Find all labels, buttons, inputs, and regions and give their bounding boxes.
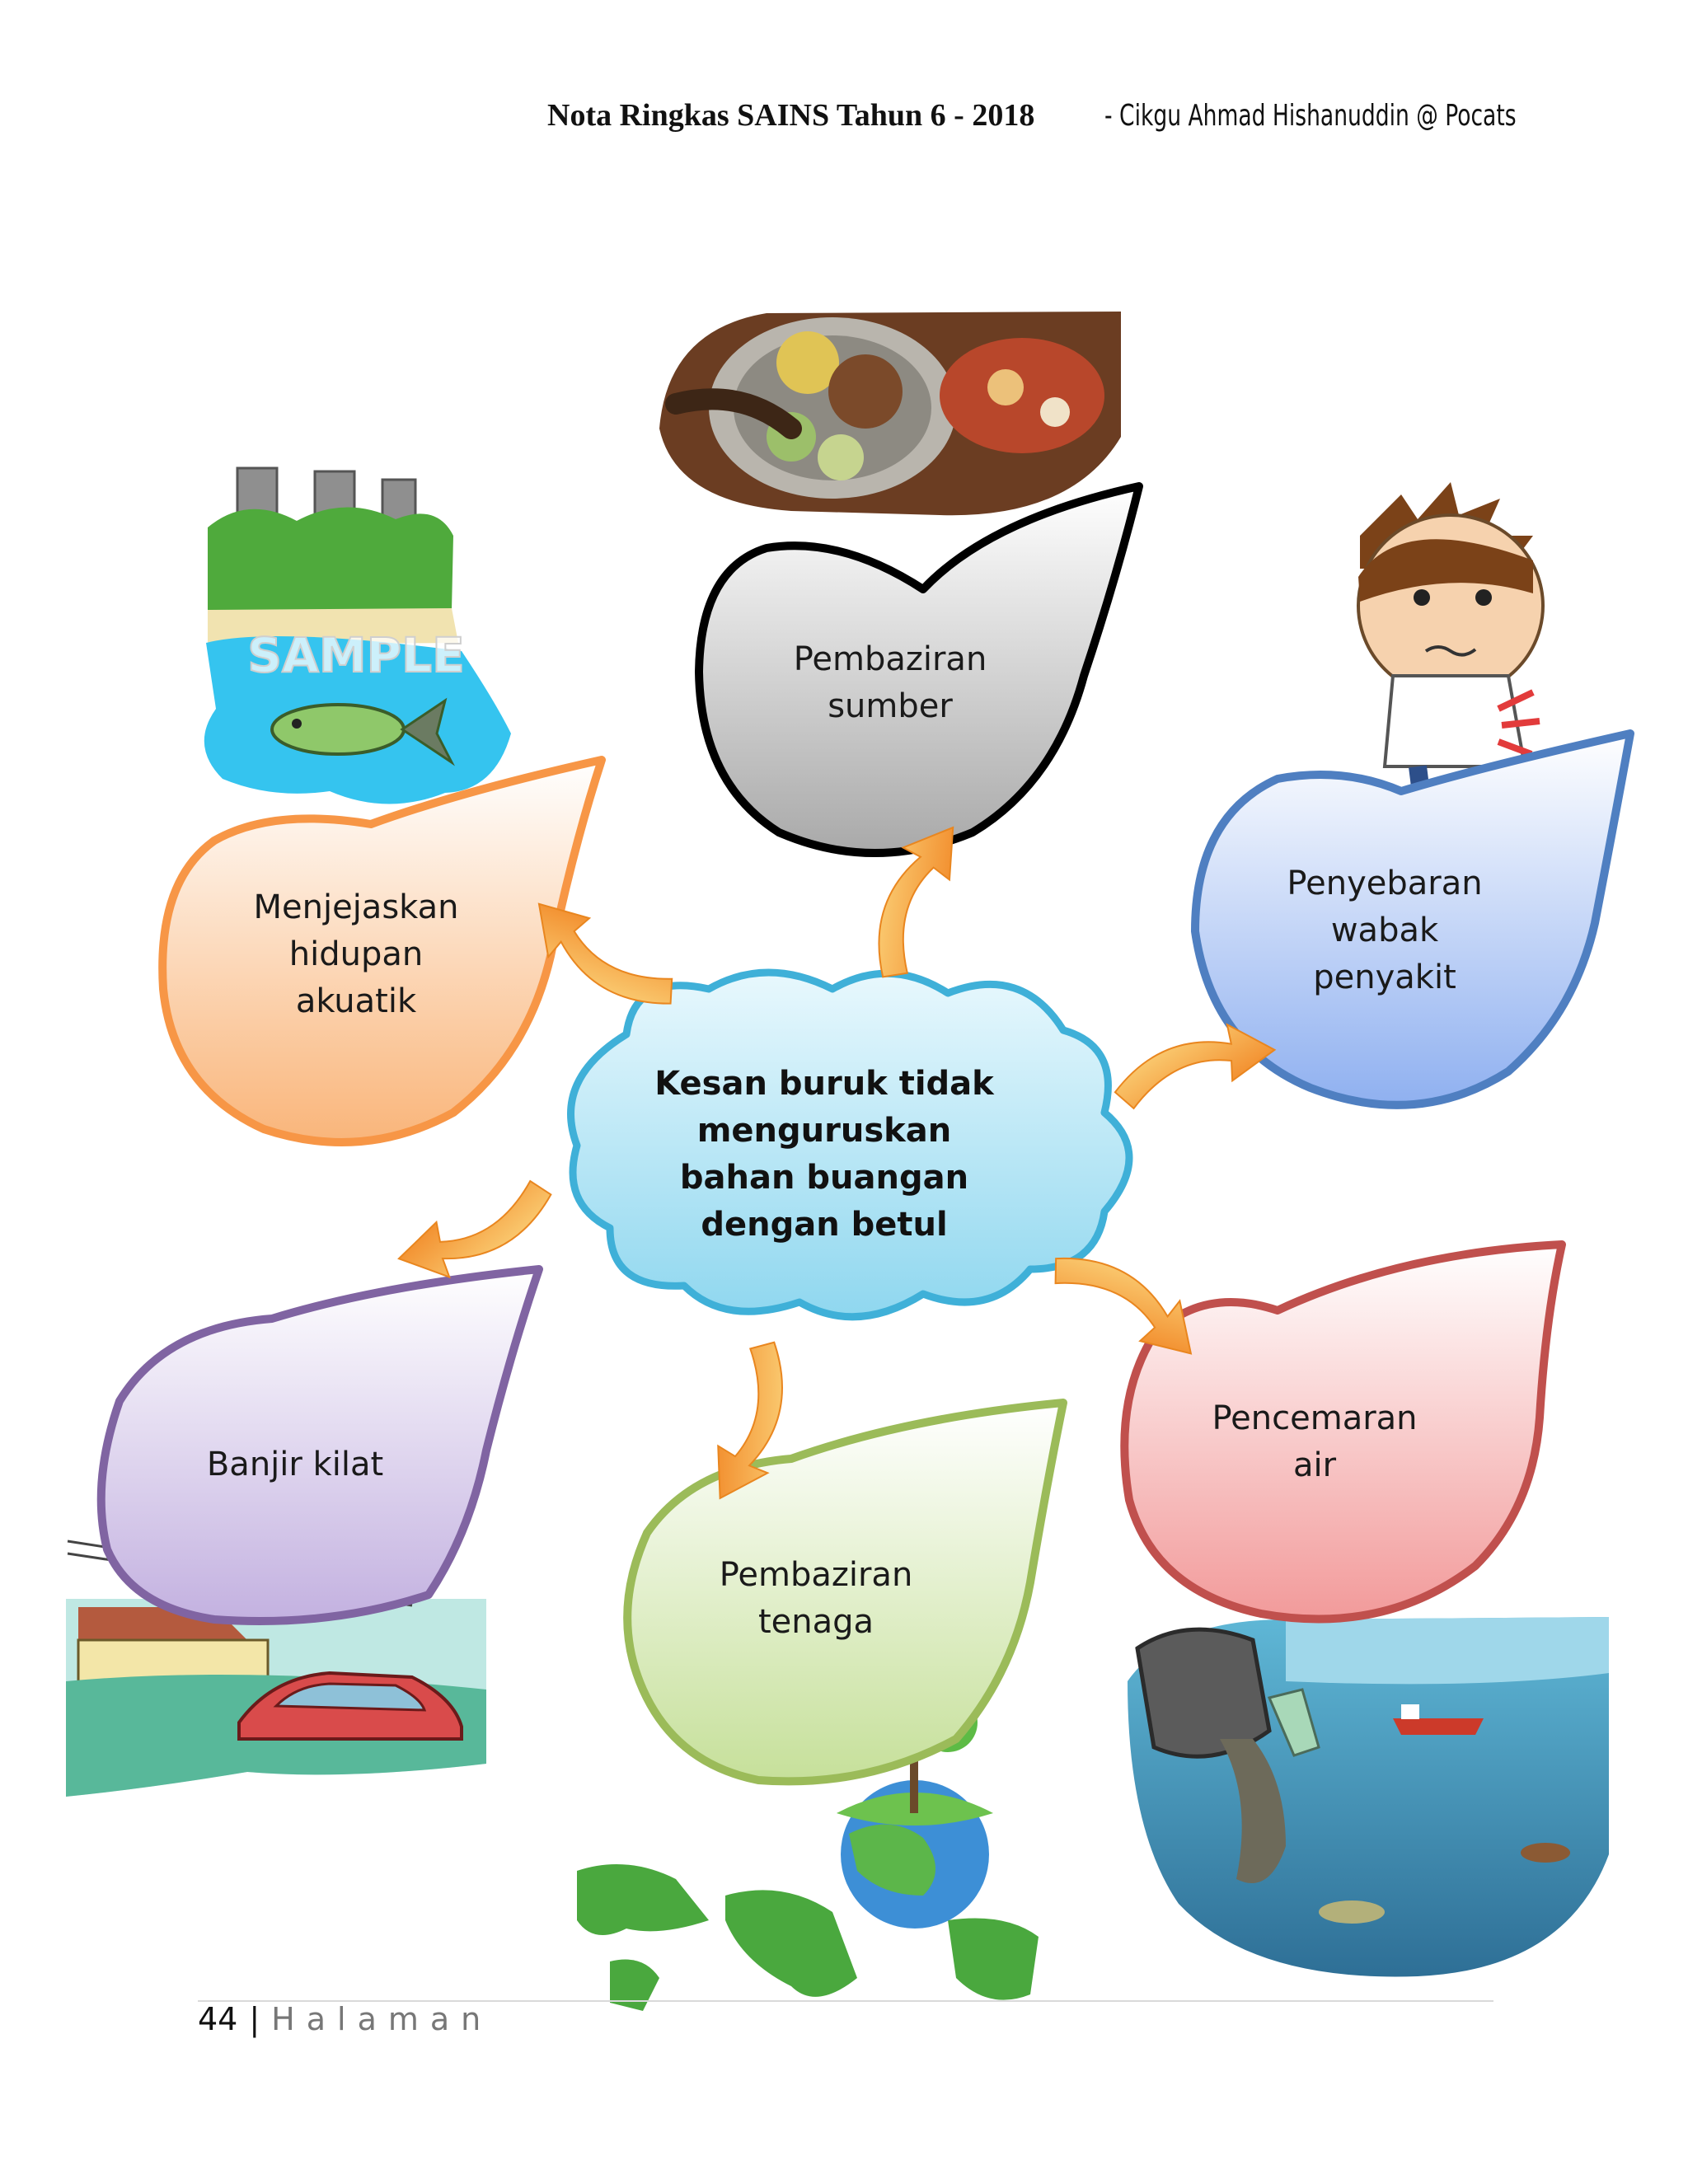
label-line: Penyebaran: [1287, 865, 1483, 902]
label-line: Menjejaskan: [253, 888, 459, 926]
drop-menjejaskan-akuatik: [158, 756, 606, 1146]
water-pollution-illustration: [1128, 1617, 1609, 1977]
label-penyebaran-wabak: Penyebaran wabak penyakit: [1261, 860, 1508, 1001]
page-number: 44: [198, 2001, 238, 2037]
factory-lake-illustration: [204, 466, 511, 804]
label-line: Pencemaran: [1212, 1399, 1418, 1437]
food-waste-illustration: [659, 312, 1121, 516]
label-line: tenaga: [757, 1603, 874, 1641]
label-line: sumber: [828, 687, 953, 725]
label-pencemaran-air: Pencemaran air: [1191, 1395, 1438, 1489]
sick-boy-illustration: [1357, 482, 1545, 834]
label-banjir-kilat: Banjir kilat: [171, 1441, 419, 1488]
header-author: - Cikgu Ahmad Hishanuddin @ Pocats: [1104, 99, 1517, 133]
drop-banjir-kilat: [96, 1265, 543, 1625]
center-line: dengan betul: [701, 1206, 948, 1244]
label-line: air: [1292, 1446, 1337, 1484]
label-line: wabak: [1330, 912, 1439, 949]
label-line: penyakit: [1313, 958, 1456, 996]
label-line: hidupan: [288, 935, 424, 973]
drop-pencemaran-air: [1120, 1240, 1566, 1624]
center-line: bahan buangan: [679, 1159, 969, 1197]
label-menjejaskan-akuatik: Menjejaskan hidupan akuatik: [232, 884, 480, 1025]
center-line: menguruskan: [696, 1112, 952, 1150]
drop-pembaziran-tenaga: [623, 1399, 1067, 1786]
label-pembaziran-sumber: Pembaziran sumber: [767, 636, 1014, 730]
footer-rule: [198, 2000, 1493, 2002]
label-line: Pembaziran: [719, 1556, 913, 1594]
center-cloud: [567, 968, 1133, 1321]
center-line: Kesan buruk tidak: [654, 1065, 994, 1103]
page-word: Halaman: [271, 2001, 493, 2037]
label-pembaziran-tenaga: Pembaziran tenaga: [692, 1552, 940, 1646]
sample-watermark: SAMPLE: [247, 627, 464, 683]
center-label: Kesan buruk tidak menguruskan bahan buan…: [651, 1061, 997, 1249]
flash-flood-illustration: [66, 1540, 486, 1797]
footer-separator: |: [249, 2001, 260, 2037]
label-line: Pembaziran: [793, 640, 987, 678]
page-footer: 44 | Halaman: [198, 2001, 492, 2037]
label-line: akuatik: [295, 982, 417, 1020]
label-line: Banjir kilat: [206, 1446, 384, 1483]
drop-pembaziran-sumber: [695, 482, 1143, 857]
header-title: Nota Ringkas SAINS Tahun 6 - 2018: [547, 98, 1035, 133]
